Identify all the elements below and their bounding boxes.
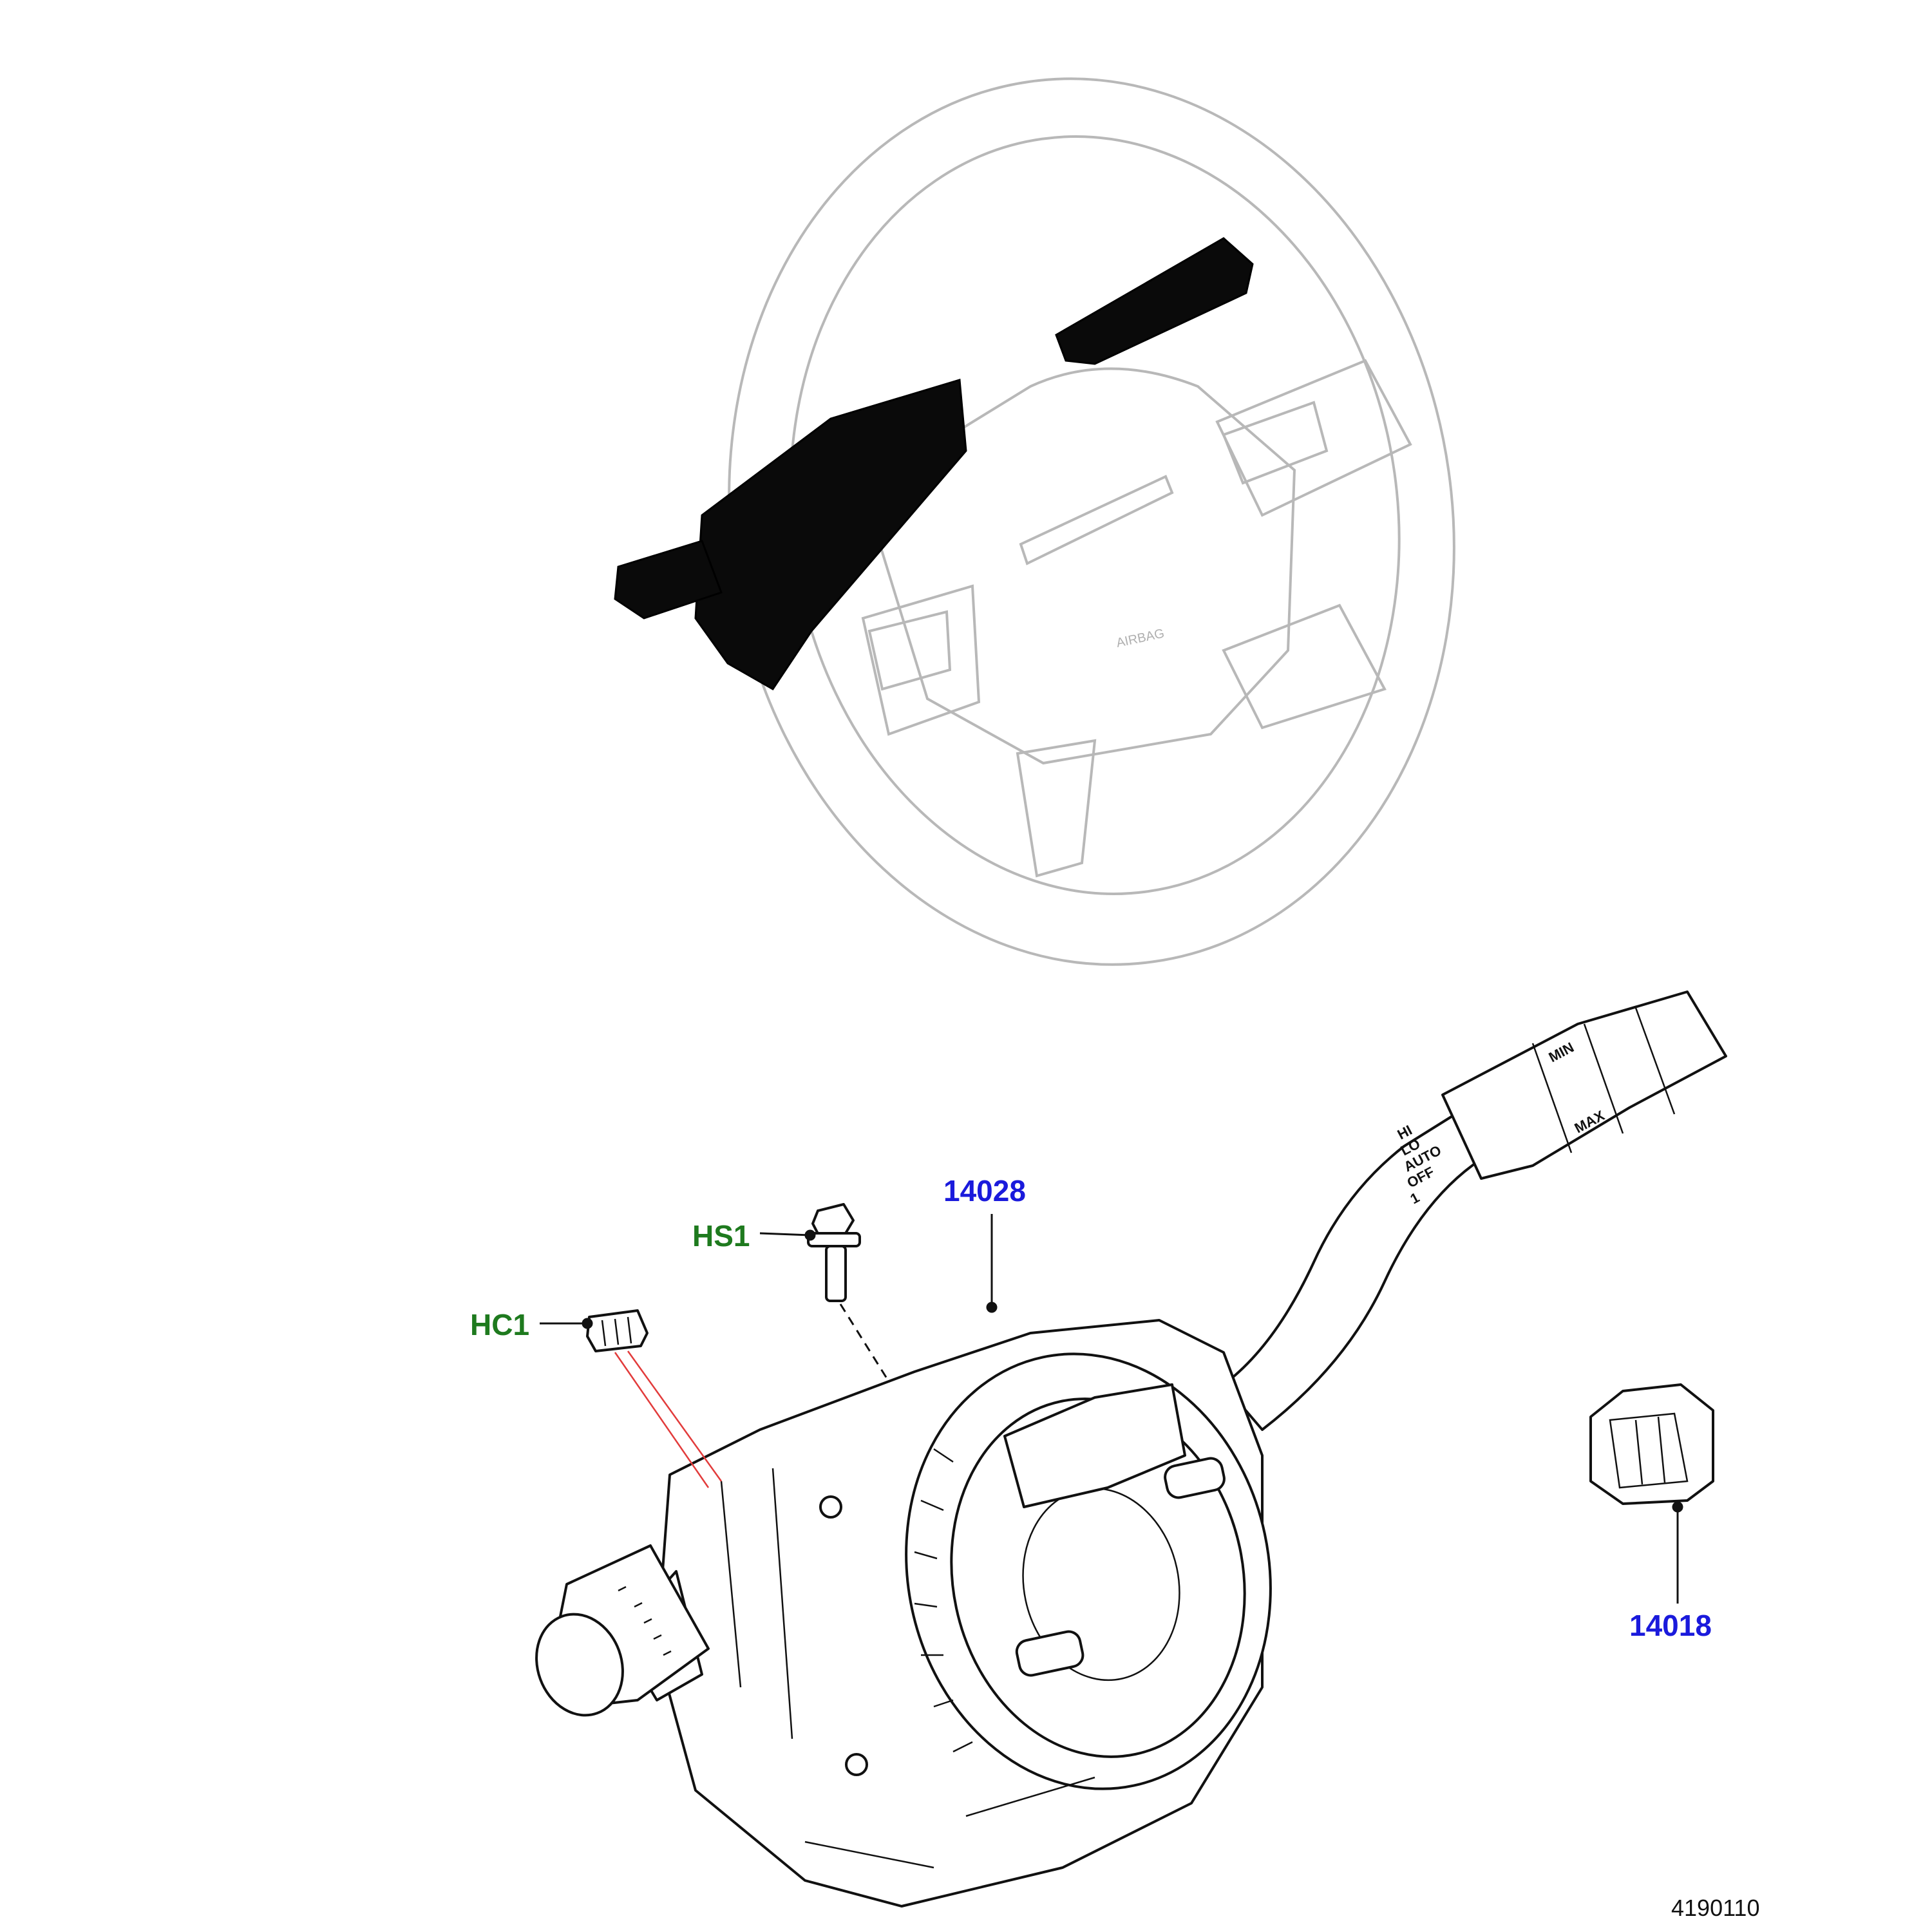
indicator-stalk-end-cap: [535, 1613, 624, 1717]
hardware-hs1-bolt: [807, 1203, 890, 1382]
callout-14028[interactable]: 14028: [943, 1174, 1026, 1208]
wheel-right-button: [1222, 401, 1329, 485]
column-housing-dark: [694, 379, 967, 690]
housing-screw-lower: [845, 1753, 868, 1776]
bolt-flange: [807, 1232, 861, 1247]
module-14018-body: [1589, 1383, 1714, 1505]
leader-hs1-dot: [804, 1229, 816, 1241]
switch-assembly-14028: HI LO AUTO OFF 1 MIN MAX: [535, 990, 1727, 1908]
wheel-airbag-bar: [1019, 475, 1174, 565]
illustration-number: 4190110: [1671, 1895, 1759, 1921]
leader-hc1-dot: [582, 1318, 593, 1329]
housing-detail-lines: [720, 1468, 1095, 1869]
clockspring-roller-lower: [1015, 1630, 1084, 1677]
wheel-airbag-label: AIRBAG: [1115, 627, 1166, 650]
leader-14028-dot: [986, 1302, 998, 1313]
clip-install-path-a: [614, 1352, 710, 1488]
upper-wiper-stalk-dark: [1055, 237, 1254, 365]
clockspring-connector-block: [1003, 1383, 1186, 1508]
leader-lines: [540, 1214, 1683, 1604]
indicator-stalk-symbols: [618, 1586, 672, 1656]
wiper-stalk-bands: [1531, 1007, 1676, 1153]
wheel-spoke-bottom: [1016, 739, 1097, 878]
indicator-stalk-dark: [614, 540, 723, 620]
clip-install-path-b: [627, 1350, 723, 1482]
wheel-spoke-left: [861, 584, 981, 736]
housing-screw-upper: [819, 1495, 842, 1519]
clip-slots: [601, 1316, 632, 1347]
wiper-stalk-arm: [1222, 1113, 1482, 1431]
callout-hc1[interactable]: HC1: [470, 1308, 529, 1341]
switch-module-14018: [1589, 1383, 1714, 1505]
callout-hs1[interactable]: HS1: [692, 1219, 750, 1253]
clockspring-ring-ridges: [914, 1448, 973, 1753]
clockspring-roller-upper: [1164, 1457, 1226, 1499]
wiper-stalk-head: [1441, 990, 1727, 1180]
hardware-hc1-clip: [586, 1309, 723, 1488]
wheel-spoke-right: [1215, 359, 1412, 517]
bolt-shank: [825, 1245, 847, 1302]
wheel-left-button: [867, 610, 952, 691]
leader-hs1: [759, 1232, 811, 1236]
wheel-spoke-lower-right: [1222, 603, 1387, 730]
wheel-hub: [861, 367, 1296, 765]
module-14018-face: [1609, 1412, 1689, 1489]
column-switch-highlight: [614, 237, 1254, 690]
leader-14018-dot: [1672, 1501, 1683, 1513]
bolt-install-path: [839, 1303, 890, 1382]
callout-14018[interactable]: 14018: [1629, 1609, 1712, 1642]
